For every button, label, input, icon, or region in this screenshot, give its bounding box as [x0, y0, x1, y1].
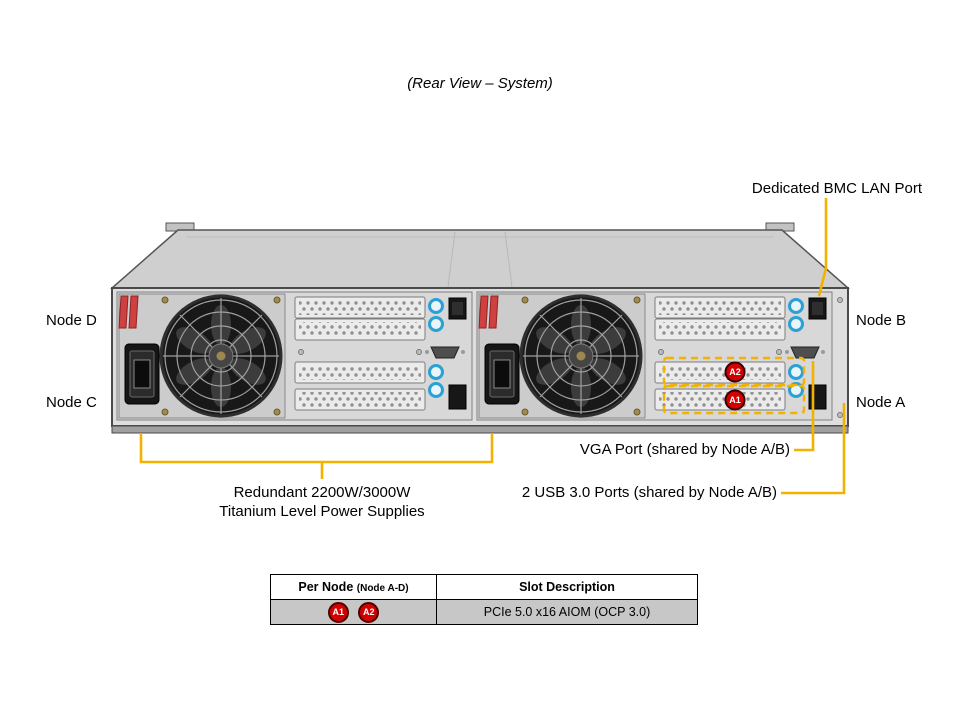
usb-callout-label: 2 USB 3.0 Ports (shared by Node A/B) [521, 484, 777, 501]
vga-port-shared [785, 346, 825, 359]
pcie-slot-bracket-a1 [654, 388, 786, 411]
vga-callout-line [794, 361, 815, 452]
usb-port [428, 382, 444, 398]
usb3-port-stack-left [448, 384, 467, 410]
table-header-row: Per Node (Node A-D) Slot Description [270, 574, 698, 600]
chassis-top [110, 222, 850, 289]
node-a-label: Node A [856, 394, 906, 411]
usb-port [788, 298, 804, 314]
usb-port [428, 364, 444, 380]
table-row: A1 A2 PCIe 5.0 x16 AIOM (OCP 3.0) [270, 599, 698, 625]
pcie-slot-bracket-a2 [654, 361, 786, 384]
psu-module-left [118, 293, 286, 419]
usb-port [428, 316, 444, 332]
slot-description-cell: PCIe 5.0 x16 AIOM (OCP 3.0) [436, 599, 698, 625]
a1-badge: A1 [327, 601, 349, 623]
per-node-header-main: Per Node [298, 580, 354, 594]
slot-description-table: Per Node (Node A-D) Slot Description A1 … [270, 574, 698, 625]
diagram-title: (Rear View – System) [407, 75, 553, 92]
slot-a2-badge-label: A2 [729, 367, 741, 377]
per-node-header-sub: (Node A-D) [356, 583, 409, 594]
slot-a1-badge [724, 389, 746, 411]
node-c-label: Node C [46, 394, 97, 411]
bmc-lan-port [808, 297, 827, 320]
pcie-slot-bracket [294, 318, 426, 341]
pcie-slot-bracket [294, 388, 426, 411]
node-d-label: Node D [46, 312, 97, 329]
lan-port-left [448, 297, 467, 320]
usb-port [788, 364, 804, 380]
slot-a1-highlight [662, 384, 806, 415]
usb-port [428, 298, 444, 314]
slot-area-right [654, 296, 827, 411]
bmc-lan-callout-label: Dedicated BMC LAN Port [751, 180, 922, 197]
usb-callout-line [781, 403, 846, 495]
psu-callout-label: Redundant 2200W/3000W Titanium Level Pow… [182, 483, 462, 521]
pcie-slot-bracket [654, 296, 786, 319]
slot-a1-badge-label: A1 [729, 395, 741, 405]
slot-description-header: Slot Description [436, 574, 698, 600]
power-inlet-right [484, 343, 520, 405]
cooling-fan-right [519, 294, 643, 418]
pcie-slot-bracket [294, 296, 426, 319]
slot-area-left [294, 296, 467, 411]
psu-label-line2: Titanium Level Power Supplies [219, 503, 425, 520]
per-node-header: Per Node (Node A-D) [270, 574, 437, 600]
pcie-slot-bracket [654, 318, 786, 341]
usb3-port-stack-shared [808, 384, 827, 410]
psu-latch-left [118, 295, 139, 329]
psu-label-line1: Redundant 2200W/3000W [233, 484, 411, 501]
slot-a2-badge [724, 361, 746, 383]
cooling-fan-left [159, 294, 283, 418]
psu-latch-right [478, 295, 499, 329]
vga-port-left [425, 346, 465, 359]
pcie-slot-bracket [294, 361, 426, 384]
power-inlet-left [124, 343, 160, 405]
vga-callout-label: VGA Port (shared by Node A/B) [579, 441, 790, 458]
psu-module-right [478, 293, 646, 419]
usb-port [788, 316, 804, 332]
node-b-label: Node B [856, 312, 907, 329]
a2-badge: A2 [358, 601, 380, 623]
per-node-cell: A1 A2 [270, 599, 437, 625]
bmc-callout-line [817, 198, 828, 297]
psu-callout-line [139, 433, 494, 479]
